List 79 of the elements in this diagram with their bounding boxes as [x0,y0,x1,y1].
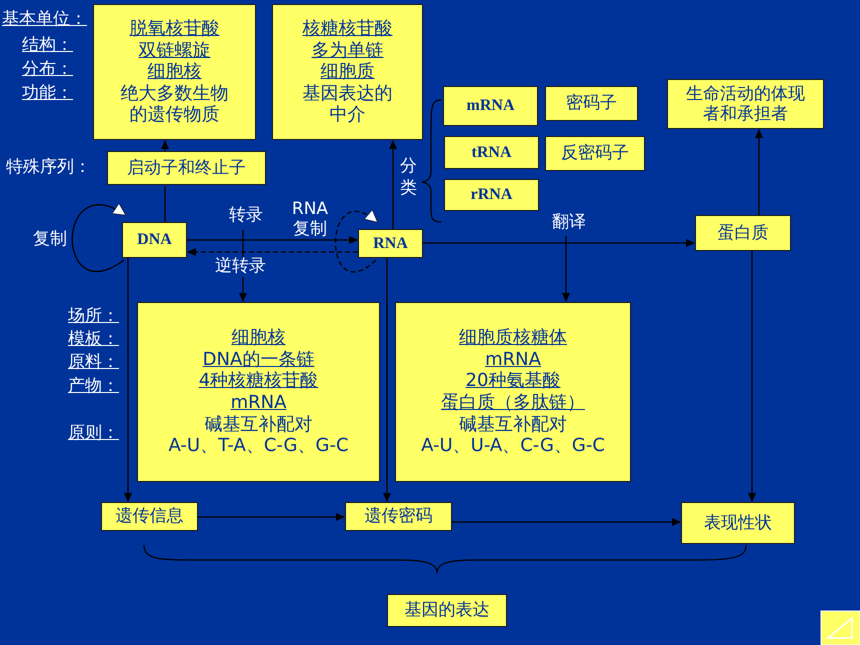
concept-box [444,136,539,169]
arrow [124,258,132,502]
field-label: 结构： [22,36,73,55]
box-text: mRNA [230,392,286,414]
concept-box [345,502,452,531]
concept-box [695,215,791,251]
field-label: 原则： [68,424,119,443]
box-text: 遗传密码 [364,506,432,527]
side-label: 特殊序列： [6,158,91,177]
concept-box [545,136,645,171]
box-text: 启动子和终止子 [127,158,246,178]
arrow [423,239,695,247]
field-label: 原料： [68,353,119,372]
box-text: 脱氧核苷酸 [130,18,220,40]
concept-box [137,302,380,482]
box-text: 密码子 [566,93,617,114]
concept-box [93,4,256,140]
box-text: 双链螺旋 [138,40,210,62]
concept-box [395,302,631,482]
box-text: 多为单链 [312,40,384,62]
box-text: 4种核糖核苷酸 [198,370,318,392]
box-text: rRNA [470,185,512,205]
box-text: 反密码子 [561,143,629,164]
box-text: 蛋白质 [718,222,768,244]
field-label: 功能： [22,84,73,103]
arrow [755,129,763,215]
box-text: 表现性状 [704,512,772,534]
box-text: 绝大多数生物的遗传物质 [120,82,230,126]
edge-label: 逆转录 [214,257,267,277]
box-text: 细胞核 [232,327,286,349]
box-text: 碱基互补配对 [204,414,312,436]
concept-box [122,222,187,258]
box-text: 基因表达的中介 [302,82,394,126]
box-text: DNA的一条链 [202,348,314,370]
arrow [562,236,570,302]
box-text: 遗传信息 [116,506,184,527]
concept-box [443,86,538,126]
concept-box [545,86,638,121]
field-label: 基本单位： [2,10,87,29]
box-text: 核糖核苷酸 [302,18,392,40]
box-text: 碱基互补配对 [459,414,567,436]
concept-box [667,79,824,129]
field-label: 分布： [22,60,73,79]
box-text: RNA [373,234,408,254]
arrow [187,248,358,256]
box-text: mRNA [485,348,541,370]
box-text: mRNA [466,96,514,116]
field-label: 分类 [400,155,418,200]
field-label: 产物： [68,377,119,396]
field-label: 模板： [68,330,119,349]
connector-line [164,186,166,222]
box-text: A-U、U-A、C-G、G-C [421,435,605,457]
concept-box [272,4,423,140]
arrow [389,140,397,229]
box-text: 细胞质 [320,61,374,83]
arrow [161,140,169,151]
arrow [198,513,345,521]
box-text: 20种氨基酸 [466,370,560,392]
arrow [452,518,681,526]
concept-box [387,594,507,627]
arrow [383,258,391,502]
concept-box [681,502,795,544]
box-text: A-U、T-A、C-G、G-C [168,435,349,457]
box-text: 生命活动的体现者和承担者 [685,84,806,124]
loop-arrow [334,210,378,272]
concept-box [358,229,423,258]
box-text: tRNA [472,142,512,162]
box-text: DNA [137,230,172,250]
field-label: 场所： [68,307,119,326]
concept-box [101,502,198,531]
arrow [748,251,756,502]
box-text: 细胞核 [148,61,202,83]
box-text: 细胞质核糖体 [459,327,567,349]
concept-box [444,179,539,211]
loop-arrow [72,204,126,272]
box-text: 蛋白质（多肽链） [441,392,585,414]
arrow [187,236,358,244]
box-text: 基因的表达 [404,600,490,621]
concept-box [107,151,266,185]
